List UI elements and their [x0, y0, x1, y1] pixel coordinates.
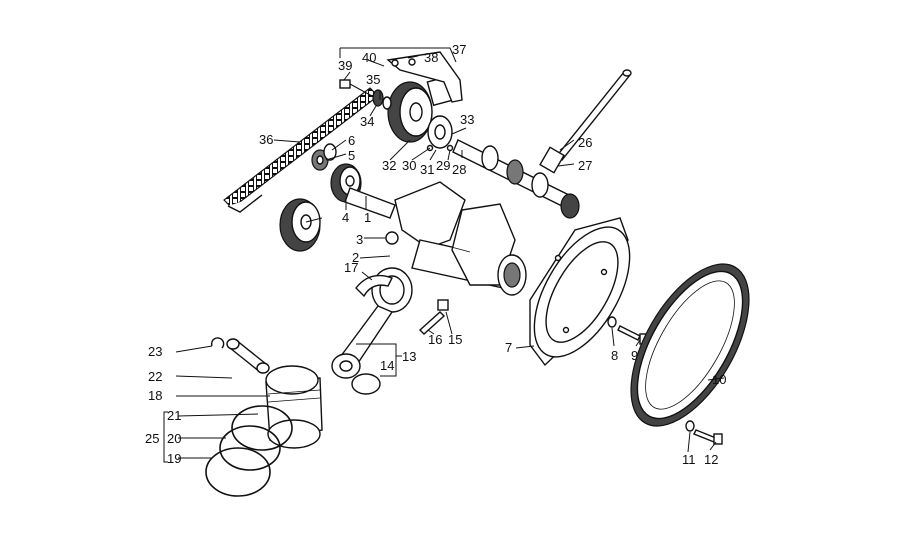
- label-36: 36: [259, 132, 273, 147]
- camshaft: [452, 139, 580, 219]
- washers-5-6: [311, 143, 337, 171]
- piston-rings: [205, 405, 293, 497]
- label-14: 14: [380, 358, 394, 373]
- label-26: 26: [578, 135, 592, 150]
- label-13: 13: [402, 349, 416, 364]
- push-rod: [539, 69, 632, 174]
- label-6: 6: [348, 133, 355, 148]
- label-30: 30: [402, 158, 416, 173]
- crankshaft: [344, 181, 527, 296]
- flywheel-bolt-9: [607, 316, 649, 345]
- label-5: 5: [348, 148, 355, 163]
- label-8: 8: [611, 348, 618, 363]
- circlip: [210, 337, 225, 349]
- label-16: 16: [428, 332, 442, 347]
- label-22: 22: [148, 369, 162, 384]
- label-35: 35: [366, 72, 380, 87]
- label-25: 25: [145, 431, 159, 446]
- label-37: 37: [452, 42, 466, 57]
- tensioner-bracket: [386, 51, 463, 103]
- label-34: 34: [360, 114, 374, 129]
- label-3: 3: [356, 232, 363, 247]
- label-11: 11: [682, 452, 696, 467]
- label-1: 1: [364, 210, 371, 225]
- label-12: 12: [704, 452, 718, 467]
- label-15: 15: [448, 332, 462, 347]
- screw-3: [376, 231, 399, 245]
- rod-bolt-16: [418, 299, 449, 335]
- label-33: 33: [460, 112, 474, 127]
- label-29: 29: [436, 158, 450, 173]
- bearing-shells: [351, 274, 393, 395]
- label-4: 4: [342, 210, 349, 225]
- ring-gear: [630, 263, 750, 427]
- label-21: 21: [167, 408, 181, 423]
- label-40: 40: [362, 50, 376, 65]
- crank-sprocket: [279, 198, 323, 252]
- label-23: 23: [148, 344, 162, 359]
- label-2: 2: [352, 250, 359, 265]
- label-10: 10: [712, 372, 726, 387]
- label-19: 19: [167, 451, 181, 466]
- label-38: 38: [424, 50, 438, 65]
- label-9: 9: [631, 348, 638, 363]
- piston: [265, 365, 323, 449]
- label-32: 32: [382, 158, 396, 173]
- callout-labels: 1 2 3 4 5 6 7 8 9 10 11 12 13 14 15 16 1…: [145, 42, 726, 467]
- flywheel: [529, 217, 631, 367]
- leader-lines: [163, 47, 725, 463]
- label-27: 27: [578, 158, 592, 173]
- label-20: 20: [167, 431, 181, 446]
- label-28: 28: [452, 162, 466, 177]
- camshaft-flange: [426, 115, 454, 152]
- label-31: 31: [420, 162, 434, 177]
- label-39: 39: [338, 58, 352, 73]
- ring-gear-bolt-12: [685, 420, 723, 445]
- label-7: 7: [505, 340, 512, 355]
- label-17: 17: [344, 260, 358, 275]
- piston-pin: [226, 338, 270, 374]
- label-18: 18: [148, 388, 162, 403]
